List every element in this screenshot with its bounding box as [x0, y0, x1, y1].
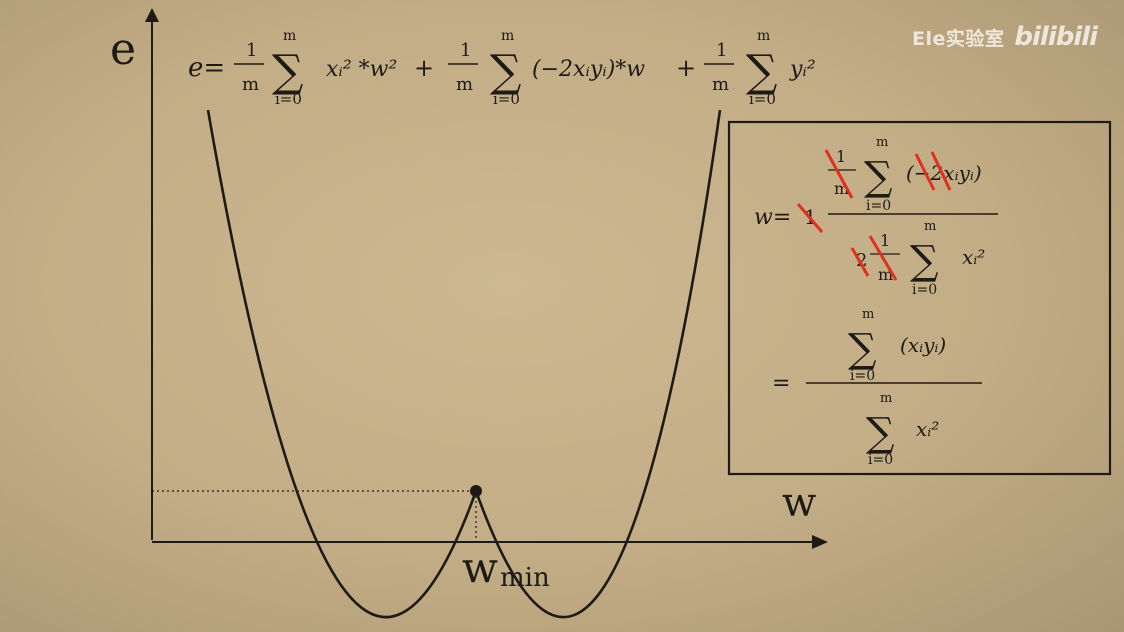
derivation-box-border — [727, 120, 1112, 476]
frac2-den: m — [456, 74, 473, 95]
frac3-den: m — [712, 74, 729, 95]
x-axis-label: w — [782, 480, 816, 526]
den-frac-num: 1 — [880, 231, 890, 250]
channel-name: Ele实验室 — [912, 27, 1005, 50]
frac2-num: 1 — [460, 40, 471, 61]
eq-term3: yᵢ² — [789, 57, 816, 82]
n2-sum-top: m — [862, 307, 874, 322]
n2-sum-bottom: i=0 — [850, 368, 875, 384]
eq-plus1: + — [414, 54, 434, 82]
eq-term2: (−2xᵢyᵢ)*w — [532, 57, 645, 82]
y-axis-label: e — [110, 24, 136, 75]
frac3-num: 1 — [716, 40, 727, 61]
x-axis-arrow — [812, 535, 828, 549]
box-eq2: = — [772, 371, 790, 396]
num-term: (−2xᵢyᵢ) — [906, 161, 982, 185]
num-sum-top: m — [876, 135, 888, 150]
den-sum-bottom: i=0 — [912, 282, 937, 298]
sum2-top: m — [501, 28, 514, 44]
w-min-label: w — [462, 543, 498, 592]
eq-plus2: + — [676, 54, 696, 82]
sum3-symbol: ∑ — [746, 46, 777, 97]
sum1-bottom: i=0 — [275, 90, 302, 108]
strike-num-minus — [914, 153, 936, 191]
eq-lhs: e= — [188, 53, 225, 83]
strike-den-coef — [850, 247, 870, 277]
sum3-bottom: i=0 — [749, 90, 776, 108]
den-sum-symbol: ∑ — [910, 238, 939, 284]
n2-term: (xᵢyᵢ) — [900, 333, 946, 357]
bilibili-watermark: Ele实验室 bilibili — [912, 22, 1098, 52]
num-sum-symbol: ∑ — [864, 154, 893, 200]
bilibili-logo: bilibili — [1014, 22, 1098, 52]
eq-term1: xᵢ² *w² — [326, 57, 397, 82]
num-frac-num: 1 — [836, 147, 846, 166]
sum3-top: m — [757, 28, 770, 44]
n2-sum-symbol: ∑ — [848, 326, 877, 372]
sum1-symbol: ∑ — [272, 46, 303, 97]
strike-den-frac — [868, 235, 898, 281]
strike-num-frac — [824, 149, 854, 199]
d2-term: xᵢ² — [916, 417, 939, 441]
num-sum-bottom: i=0 — [866, 198, 891, 214]
strike-minus-one — [796, 203, 824, 233]
strike-num-two — [930, 151, 952, 191]
sum1-top: m — [283, 28, 296, 44]
den-coef: 2 — [856, 250, 867, 271]
minimum-point — [470, 485, 482, 497]
w-min-subscript: min — [500, 563, 550, 593]
sum2-symbol: ∑ — [490, 46, 521, 97]
den-term: xᵢ² — [962, 245, 985, 269]
sum2-bottom: i=0 — [493, 90, 520, 108]
d2-sum-top: m — [880, 391, 892, 406]
frac1-den: m — [242, 74, 259, 95]
box-w-eq: w= — [754, 205, 791, 230]
derivation-box: w= 1 1 m m ∑ i=0 (−2xᵢyᵢ) 2 1 m m ∑ i=0 … — [727, 120, 1112, 476]
frac1-num: 1 — [246, 40, 257, 61]
error-equation: e= 1 m m ∑ i=0 xᵢ² *w² + 1 m m ∑ i=0 (−2… — [188, 28, 816, 108]
den-frac-den: m — [878, 265, 893, 284]
d2-sum-bottom: i=0 — [868, 452, 893, 468]
den-sum-top: m — [924, 219, 936, 234]
d2-sum-symbol: ∑ — [866, 410, 895, 456]
y-axis-arrow — [145, 8, 159, 22]
